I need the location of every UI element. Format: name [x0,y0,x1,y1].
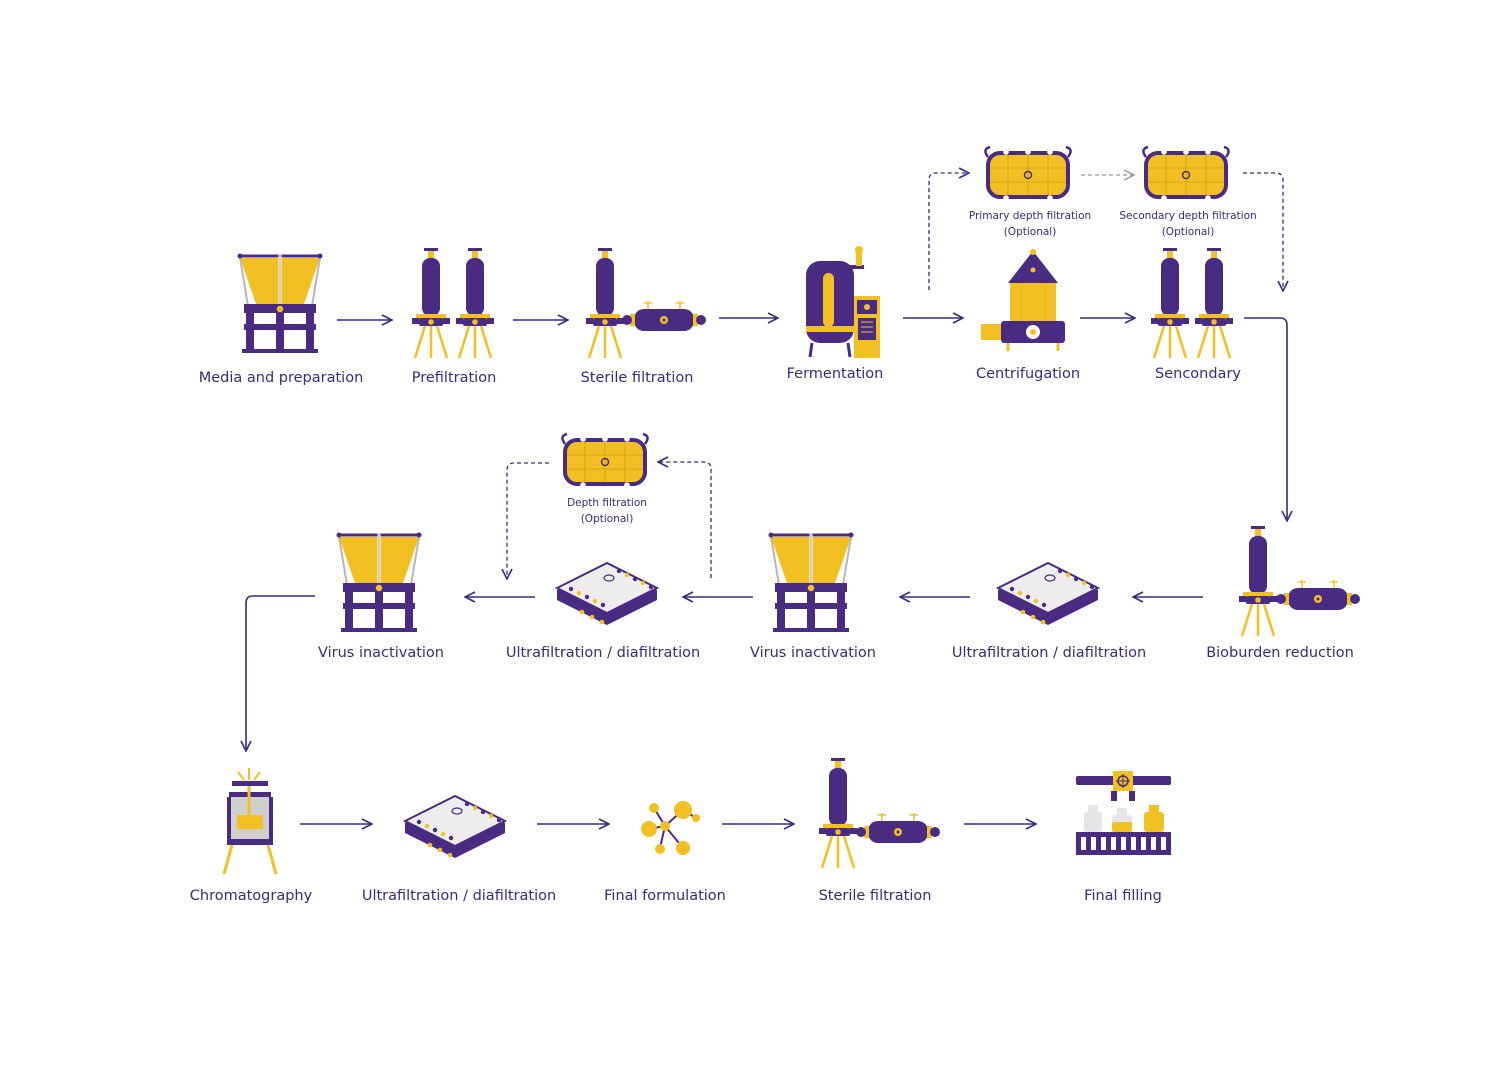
tff-cassette-icon [404,795,506,859]
twin-cartridge-filter-icon [1149,246,1235,360]
step-label: Sterile filtration [819,888,932,904]
step-label: Ultrafiltration / diafiltration [952,645,1146,661]
step-sterile-filtration-1: Sterile filtration [581,246,707,386]
hopper-tank-icon [767,531,855,634]
step-label: Final formulation [604,888,726,904]
step-primary-depth-filtration: Primary depth filtration (Optional) [969,145,1091,238]
step-fermentation: Fermentation [787,246,884,382]
step-label: Bioburden reduction [1206,645,1354,661]
step-final-filling: Final filling [1076,771,1171,904]
step-centrifugation: Centrifugation [976,249,1080,382]
step-label: Final filling [1084,888,1162,904]
bioreactor-icon [806,246,880,358]
step-label: Secondary depth filtration [1119,210,1256,222]
step-ultrafiltration-3: Ultrafiltration / diafiltration [362,795,556,904]
step-label: Media and preparation [199,370,364,386]
optional-note: (Optional) [581,513,634,525]
hopper-tank-icon [236,252,324,355]
step-label: Centrifugation [976,366,1080,382]
molecule-icon [641,801,700,855]
step-label: Sencondary [1155,366,1241,382]
chromatography-column-icon [222,768,278,875]
step-label: Ultrafiltration / diafiltration [362,888,556,904]
step-virus-inactivation-2: Virus inactivation [318,531,444,661]
step-ultrafiltration-2: Ultrafiltration / diafiltration [506,562,700,661]
optional-note: (Optional) [1162,226,1215,238]
step-bioburden-reduction: Bioburden reduction [1206,524,1361,661]
step-final-formulation: Final formulation [604,801,726,904]
cartridge-and-capsule-filter-icon [1237,524,1361,638]
hopper-tank-icon [335,531,423,634]
step-chromatography: Chromatography [190,768,313,904]
step-label: Virus inactivation [318,645,444,661]
step-label: Sterile filtration [581,370,694,386]
step-media-preparation: Media and preparation [199,252,364,386]
vial-filling-icon [1076,771,1171,855]
step-sterile-filtration-2: Sterile filtration [817,756,941,904]
step-label: Depth filtration [567,497,647,509]
twin-cartridge-filter-icon [410,246,496,360]
flow-arrows [246,173,1287,824]
step-prefiltration: Prefiltration [410,246,497,386]
step-depth-filtration: Depth filtration (Optional) [560,432,650,525]
step-label: Primary depth filtration [969,210,1091,222]
centrifuge-icon [981,249,1065,351]
step-secondary: Sencondary [1149,246,1241,382]
cartridge-and-capsule-filter-icon [584,246,707,360]
depth-filter-icon [1141,145,1231,203]
cartridge-and-capsule-filter-icon [817,756,941,870]
depth-filter-icon [983,145,1073,203]
step-ultrafiltration-1: Ultrafiltration / diafiltration [952,562,1146,661]
step-label: Prefiltration [412,370,497,386]
step-virus-inactivation-1: Virus inactivation [750,531,876,661]
step-label: Fermentation [787,366,884,382]
optional-note: (Optional) [1004,226,1057,238]
depth-filter-icon [560,432,650,490]
tff-cassette-icon [997,562,1099,626]
step-label: Ultrafiltration / diafiltration [506,645,700,661]
step-secondary-depth-filtration: Secondary depth filtration (Optional) [1119,145,1257,238]
tff-cassette-icon [556,562,658,626]
step-label: Chromatography [190,888,313,904]
step-label: Virus inactivation [750,645,876,661]
